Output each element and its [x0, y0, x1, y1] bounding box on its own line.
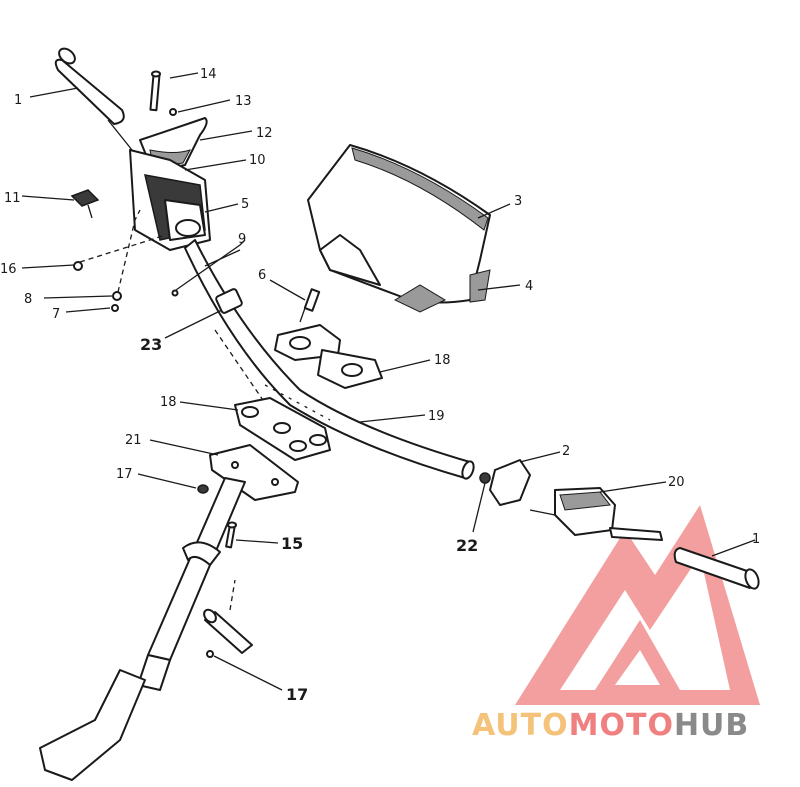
callout-18-upper: 18	[434, 353, 451, 368]
washer-13	[169, 108, 177, 116]
callout-1-right: 1	[752, 532, 760, 547]
bolt-15	[225, 521, 237, 549]
callout-20: 20	[668, 475, 685, 490]
callout-9: 9	[238, 232, 246, 247]
callout-17-lower: 17	[286, 685, 308, 704]
upper-clamp	[274, 324, 383, 389]
callout-8: 8	[24, 292, 32, 307]
leader-lines	[21, 72, 756, 691]
callout-7: 7	[52, 307, 60, 322]
steering-column	[39, 444, 299, 781]
callout-14: 14	[200, 67, 217, 82]
callout-21: 21	[125, 433, 142, 448]
callout-16: 16	[0, 262, 17, 277]
left-switch-housing	[129, 149, 211, 251]
callout-11: 11	[4, 191, 21, 206]
watermark-hub: HUB	[674, 708, 749, 743]
screw-7	[111, 304, 119, 312]
callout-18-lower: 18	[160, 395, 177, 410]
callouts: 1 14 13 12 10 11 5 9 16 6 8 7 23 3 4 18 …	[0, 67, 760, 704]
watermark-moto: MOTO	[569, 708, 674, 743]
washer-16	[73, 261, 83, 271]
bolt-6	[299, 288, 321, 323]
watermark-text: AUTOMOTOHUB	[472, 708, 749, 743]
screw-9	[171, 289, 179, 297]
collar-23	[215, 288, 243, 314]
callout-17-upper: 17	[116, 467, 133, 482]
nut-17-upper	[197, 484, 209, 494]
headlamp-housing	[307, 144, 491, 313]
callout-6: 6	[258, 268, 266, 283]
svg-text:AUTOMOTOHUB: AUTOMOTOHUB	[472, 708, 749, 743]
lower-clamp	[234, 397, 331, 461]
callout-4: 4	[525, 279, 533, 294]
callout-15: 15	[281, 534, 303, 553]
bolt-14	[149, 70, 161, 112]
callout-3: 3	[514, 194, 522, 209]
right-grip	[673, 547, 760, 590]
callout-23: 23	[140, 335, 162, 354]
callout-5: 5	[241, 197, 249, 212]
watermark-auto: AUTO	[472, 708, 569, 743]
clamp-screw-11	[70, 189, 100, 219]
left-grip	[54, 47, 125, 125]
callout-13: 13	[235, 94, 252, 109]
callout-22: 22	[456, 536, 478, 555]
pin-17-lower	[203, 608, 253, 658]
callout-10: 10	[249, 153, 266, 168]
callout-12: 12	[256, 126, 273, 141]
washer-8	[112, 291, 122, 301]
callout-1-left: 1	[14, 93, 22, 108]
throttle-housing	[479, 459, 663, 541]
callout-19: 19	[428, 409, 445, 424]
callout-2: 2	[562, 444, 570, 459]
